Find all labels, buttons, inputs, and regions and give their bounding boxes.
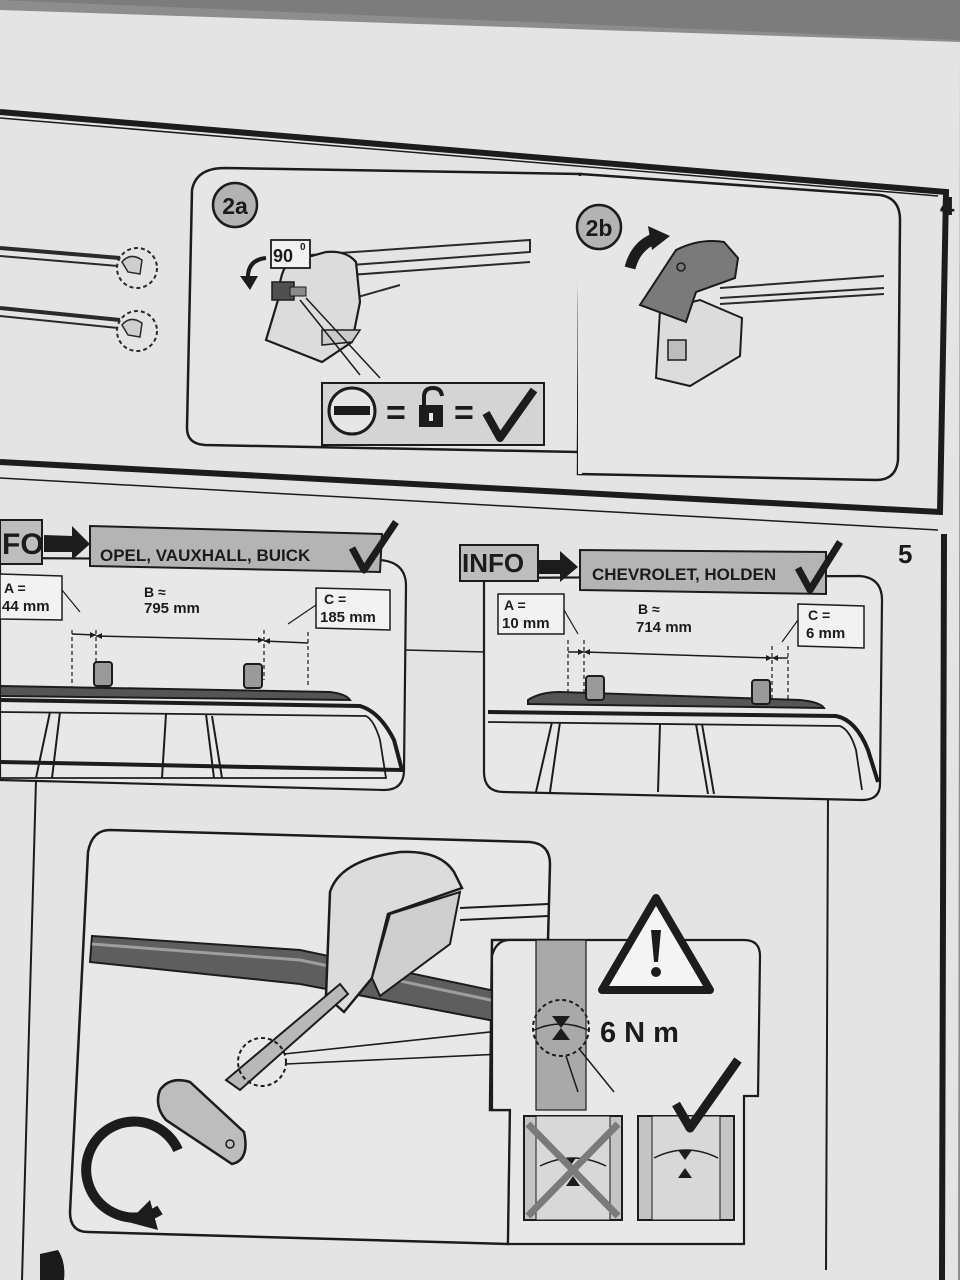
bottom-section: 5 FO OPEL, VAUXHALL, BUICK A = 44 mm B ≈…: [0, 477, 947, 1280]
torque-tool-shaft: [224, 982, 350, 1092]
info-badge-label: INFO: [462, 548, 524, 578]
top-section: 4 2a 90 0: [0, 109, 955, 516]
left-rails-illustration: [0, 246, 158, 352]
cross-icon: [525, 1121, 621, 1219]
brand-box: [579, 548, 827, 596]
angle-value: 90: [273, 246, 293, 266]
top-section-frame: [0, 109, 950, 516]
step-2a-panel: 2a 90 0 =: [185, 166, 582, 454]
step-badge-2a: [211, 181, 259, 229]
info-badge: [0, 519, 43, 565]
step-badge-2b-label: 2b: [586, 215, 613, 241]
angle-tag: [270, 239, 311, 269]
detail-circle-icon: [237, 1037, 287, 1087]
torque-panel: 6 N m: [68, 828, 762, 1246]
car-roof-outline: [487, 710, 880, 783]
equals-sign: =: [386, 394, 406, 432]
dim-b-value: 795 mm: [144, 600, 200, 617]
bar-foot-2b: [654, 298, 744, 388]
check-mark-icon: [482, 387, 538, 442]
torque-value: 6 N m: [600, 1017, 679, 1049]
detail-circle-icon: [116, 310, 158, 352]
dimension-guides: [567, 640, 789, 702]
rotate-arrow-icon: [81, 1116, 183, 1223]
window-pillars: [35, 711, 223, 779]
dim-a-label: A =: [504, 597, 526, 613]
brand-box: [89, 524, 384, 574]
detail-circle-icon: [116, 247, 158, 289]
step-2b-panel: 2b: [575, 172, 902, 482]
dim-a-label: A =: [4, 580, 26, 596]
check-mark-icon: [348, 520, 399, 574]
corner-shadow: [40, 1250, 65, 1280]
roof-rail: [0, 684, 352, 702]
car-roof-outline: [0, 698, 405, 773]
bar-foot-marker: [93, 661, 113, 687]
bar-foot-marker: [243, 663, 263, 689]
dim-a-value: 10 mm: [502, 615, 550, 632]
brand-names: CHEVROLET, HOLDEN: [592, 565, 776, 584]
equals-sign: =: [454, 394, 474, 432]
detail-circle-icon: [532, 999, 590, 1057]
next-step-number-top: 4: [940, 191, 955, 221]
check-mark-icon: [794, 540, 843, 594]
dim-a-value: 44 mm: [2, 598, 50, 615]
next-step-number: 5: [898, 539, 912, 569]
bar-foot-marker: [585, 675, 605, 701]
info-badge-label: FO: [2, 528, 44, 561]
bar-foot-marker: [751, 679, 771, 705]
torque-tool-handle: [156, 1079, 247, 1166]
dim-b-value: 714 mm: [636, 619, 692, 636]
info-arrow-icon: [44, 526, 90, 560]
foot-closeup: [324, 850, 464, 1014]
top-section-inner-line: [0, 117, 939, 197]
dim-c-value: 185 mm: [320, 609, 376, 626]
step-badge-2a-label: 2a: [222, 193, 248, 219]
info-arrow-icon: [538, 551, 578, 582]
unlocked-padlock-icon: [419, 385, 444, 427]
top-dark-strip: [0, 0, 960, 40]
warning-triangle-icon: [598, 894, 714, 994]
info-badge: [459, 544, 539, 582]
dim-c-label: C =: [324, 591, 346, 607]
info-panel-chevrolet: INFO CHEVROLET, HOLDEN A = 10 mm B ≈ 714…: [459, 540, 884, 802]
foot-cover: [638, 240, 740, 324]
dim-c-value: 6 mm: [806, 625, 845, 642]
step-badge-2b: [575, 203, 623, 251]
brand-names: OPEL, VAUXHALL, BUICK: [100, 546, 311, 565]
check-mark-icon: [672, 1057, 742, 1133]
roof-bar-2b: [719, 275, 885, 305]
angle-degree: 0: [300, 242, 306, 253]
dim-b-label: B ≈: [638, 601, 660, 617]
dim-b-label: B ≈: [144, 584, 166, 600]
dim-c-label: C =: [808, 607, 830, 623]
window-pillars: [535, 721, 715, 795]
info-panel-opel: FO OPEL, VAUXHALL, BUICK A = 44 mm B ≈ 7…: [0, 519, 408, 792]
